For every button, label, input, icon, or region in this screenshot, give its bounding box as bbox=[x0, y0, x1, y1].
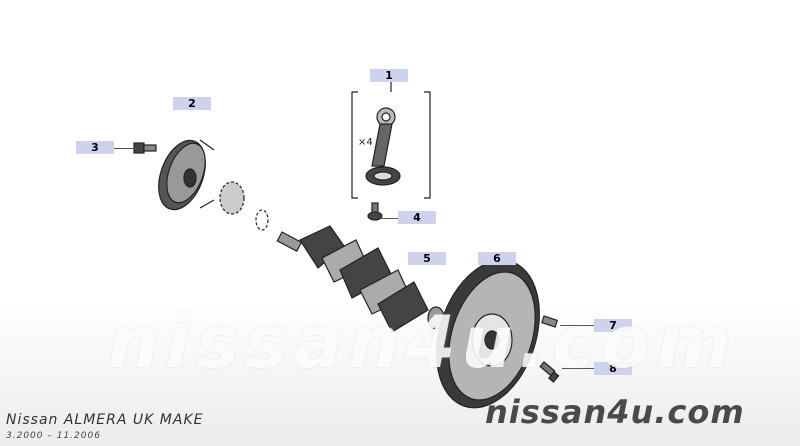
leader-line-8 bbox=[562, 368, 594, 369]
callout-1[interactable]: 1 bbox=[370, 69, 408, 82]
timing-sprocket-drawing bbox=[219, 181, 269, 231]
crankshaft-drawing bbox=[276, 225, 445, 333]
flywheel-drawing bbox=[436, 259, 540, 409]
crankshaft-pulley-drawing bbox=[158, 139, 215, 211]
callout-2[interactable]: 2 bbox=[173, 97, 211, 110]
callout-6[interactable]: 6 bbox=[478, 252, 516, 265]
connecting-rod-drawing bbox=[351, 80, 431, 199]
vehicle-model: Nissan ALMERA UK MAKE bbox=[6, 412, 204, 428]
callout-3[interactable]: 3 bbox=[76, 141, 114, 154]
leader-line-3 bbox=[114, 148, 136, 149]
callout-7[interactable]: 7 bbox=[594, 319, 632, 332]
leader-line-4 bbox=[380, 218, 398, 219]
watermark-large: nissan4u.com bbox=[108, 300, 738, 384]
quantity-label: ×4 bbox=[358, 137, 373, 148]
callout-4[interactable]: 4 bbox=[398, 211, 436, 224]
rod-bolt-drawing bbox=[367, 202, 383, 221]
callout-5[interactable]: 5 bbox=[408, 252, 446, 265]
callout-8[interactable]: 8 bbox=[594, 362, 632, 375]
pilot-bushing-drawing bbox=[541, 315, 559, 328]
pulley-bolt-drawing bbox=[133, 142, 157, 154]
leader-line-7 bbox=[560, 325, 594, 326]
flywheel-bolt-drawing bbox=[539, 361, 560, 383]
production-dates: 3.2000 – 11.2006 bbox=[6, 431, 101, 441]
watermark-small: nissan4u.com bbox=[485, 393, 745, 431]
